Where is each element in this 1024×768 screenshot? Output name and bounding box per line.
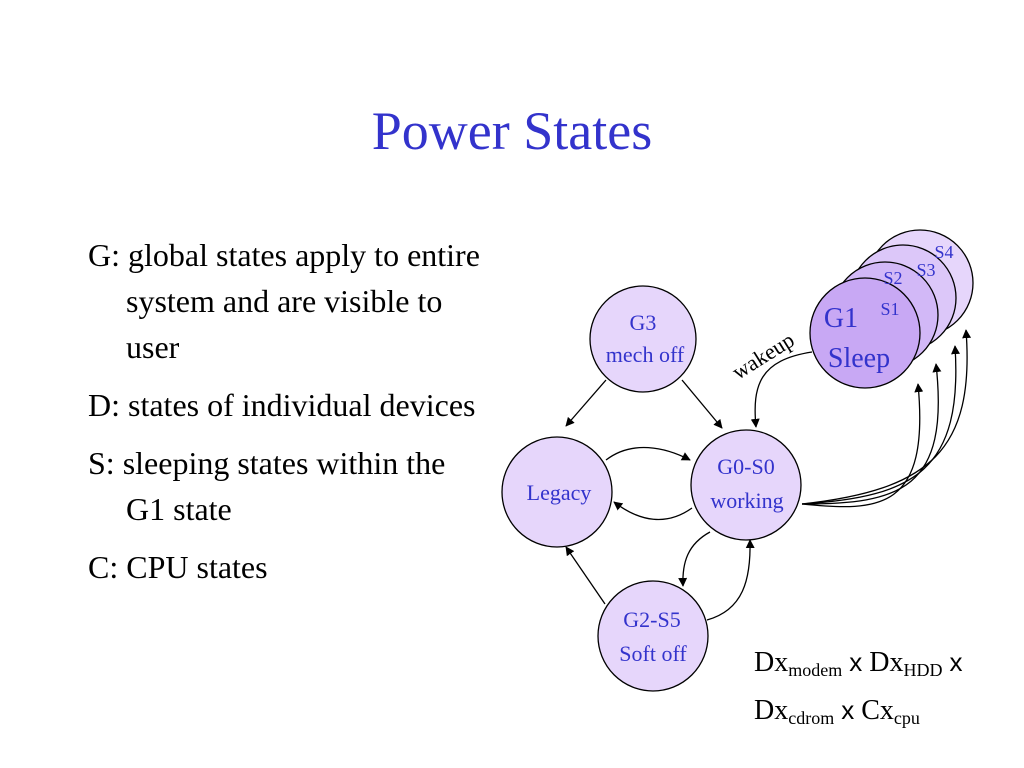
bullet-global-states: G: global states apply to entire system … xyxy=(88,237,480,365)
arrow-g0-to-s1 xyxy=(801,383,924,508)
s4-label: S4 xyxy=(934,242,953,262)
formula-line-2: Dxcdrom x Cxcpu xyxy=(754,695,920,728)
g1-circle xyxy=(809,277,921,389)
g2-circle xyxy=(597,580,709,692)
arrow-g2-to-g0 xyxy=(706,539,755,621)
bullet-device-states: D: states of individual devices xyxy=(88,387,476,423)
bullet-list: G: global states apply to entire system … xyxy=(88,232,488,602)
g2-sublabel: Soft off xyxy=(619,641,687,666)
arrow-g3-to-legacy xyxy=(565,379,607,427)
g1-sleep-label: Sleep xyxy=(828,343,890,374)
s1-label: S1 xyxy=(880,299,899,319)
arrow-g2-to-legacy xyxy=(565,546,606,605)
s3-label: S3 xyxy=(916,260,935,280)
s2-label: S2 xyxy=(883,268,902,288)
g3-sublabel: mech off xyxy=(606,342,685,367)
bullet-sleeping-states: S: sleeping states within the G1 state xyxy=(88,445,446,527)
arrow-g3-to-g0 xyxy=(681,379,723,429)
g0-label: G0-S0 xyxy=(717,454,774,479)
state-product-formula: Dxmodem x DxHDD x Dxcdrom x Cxcpu xyxy=(754,642,962,738)
legacy-circle xyxy=(501,436,613,548)
arrow-g0-to-g2 xyxy=(678,531,711,587)
g3-circle xyxy=(589,285,697,393)
arrow-g0-to-s2 xyxy=(801,363,942,505)
bullet-cpu-states: C: CPU states xyxy=(88,549,268,585)
arrow-sleep-to-g0-wakeup xyxy=(750,351,813,428)
g2-label: G2-S5 xyxy=(623,607,680,632)
arrow-g0-to-s3 xyxy=(801,345,961,505)
g1-label: G1 xyxy=(824,303,858,334)
legacy-label: Legacy xyxy=(527,480,592,505)
formula-line-1: Dxmodem x DxHDD x xyxy=(754,647,963,680)
arrow-g0-to-s4 xyxy=(801,329,972,505)
arrow-g0-to-legacy xyxy=(613,501,693,521)
g0-sublabel: working xyxy=(710,488,783,513)
slide-title: Power States xyxy=(371,101,653,161)
g3-label: G3 xyxy=(630,310,657,335)
arrow-legacy-to-g0 xyxy=(605,446,691,461)
g0-circle xyxy=(690,429,802,541)
